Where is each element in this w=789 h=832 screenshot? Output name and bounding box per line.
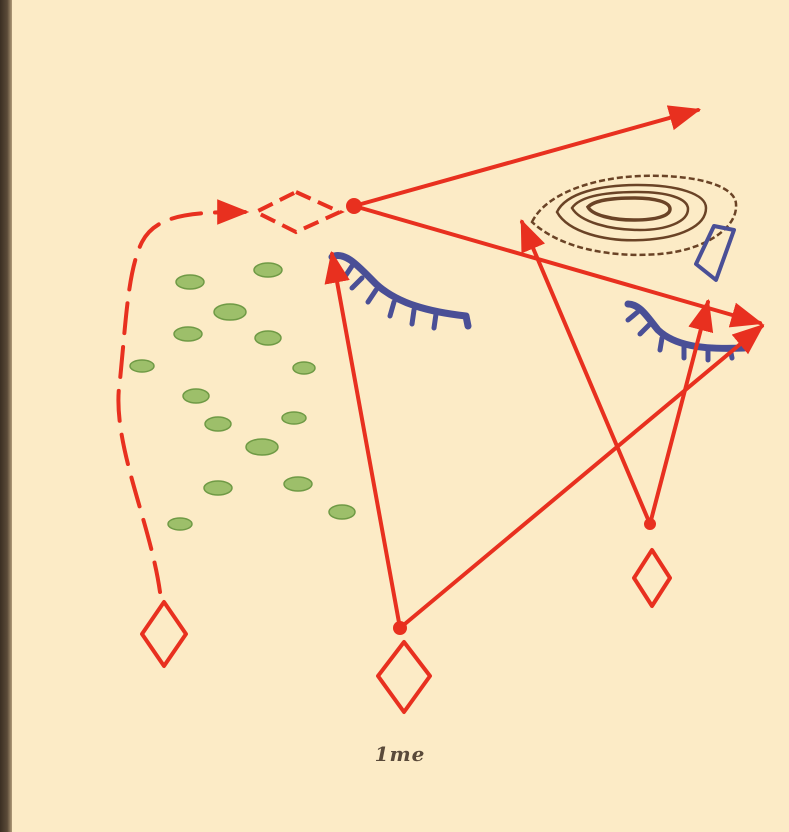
- bush-icon: [293, 362, 315, 374]
- enemy-escarpment-left: [332, 255, 468, 328]
- route-arrow: [522, 222, 650, 524]
- route-arrow: [400, 326, 762, 628]
- diagram-caption: 1me: [340, 742, 460, 766]
- bush-icon: [183, 389, 209, 403]
- bush-icon: [282, 412, 306, 424]
- bush-icon: [205, 417, 231, 431]
- bush-icon: [246, 439, 278, 455]
- bush-icon: [255, 331, 281, 345]
- unit-diamond-icon: [142, 602, 186, 666]
- junction-point: [346, 198, 362, 214]
- bush-icon: [284, 477, 312, 491]
- bush-icon: [176, 275, 204, 289]
- junction-point: [393, 621, 407, 635]
- bush-icon: [204, 481, 232, 495]
- bush-icon: [130, 360, 154, 372]
- junction-point: [644, 518, 656, 530]
- bush-icon: [254, 263, 282, 277]
- vegetation-cluster: [130, 263, 355, 530]
- unit-diamond-icon: [378, 642, 430, 712]
- route-junctions: [346, 198, 656, 635]
- dashed-approach-route: [118, 212, 246, 592]
- bush-icon: [214, 304, 246, 320]
- unit-diamond-icon: [634, 550, 670, 606]
- planned-position-diamond-icon: [256, 192, 340, 232]
- bush-icon: [168, 518, 192, 530]
- bush-icon: [174, 327, 202, 341]
- enemy-unit-diamond-icon: [696, 226, 734, 280]
- bush-icon: [329, 505, 355, 519]
